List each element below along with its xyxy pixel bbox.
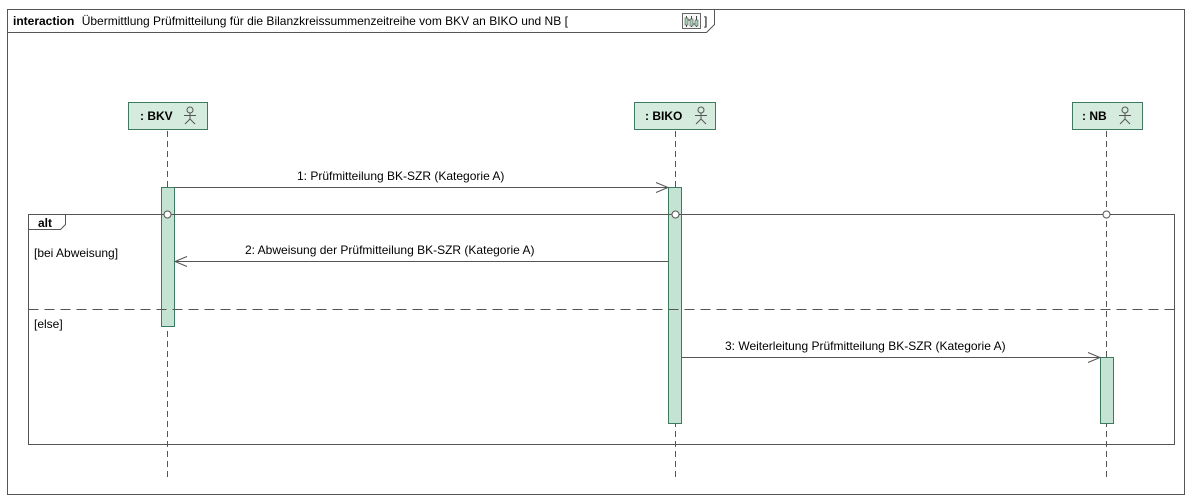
message-3-label: 3: Weiterleitung Prüfmitteilung BK-SZR (… [725,339,1006,353]
lifeline-nb-label: : NB [1082,109,1107,123]
fragment-operator: alt [38,216,52,230]
guard-else: [else] [34,317,63,331]
frame-title-bracket-close: ] [704,14,707,28]
sequence-diagram-icon[interactable] [682,13,701,29]
fragment-lifeline-connector-nb [1102,210,1111,219]
frame-title-tab [7,9,715,33]
arrow-head-icon [1087,352,1102,363]
actor-icon [1119,106,1131,125]
lifeline-bkv[interactable]: : BKV [128,102,208,130]
fragment-border [28,214,1175,445]
activation-nb [1100,357,1114,424]
lifeline-biko-label: : BIKO [645,109,682,123]
frame-border [7,9,1185,495]
lifeline-bkv-label: : BKV [140,109,173,123]
message-2[interactable]: 2: Abweisung der Prüfmitteilung BK-SZR (… [173,243,669,267]
frame-title-bracket-open: [ [565,14,569,28]
message-3[interactable]: 3: Weiterleitung Prüfmitteilung BK-SZR (… [681,339,1102,363]
svg-text:interaction Übermittlung: interaction Übermittlung Prüfmitteilung … [13,14,569,28]
lifeline-nb[interactable]: : NB [1072,102,1143,130]
frame-title-text: Übermittlung Prüfmitteilung für die Bila… [82,14,562,28]
arrow-head-icon [173,256,188,267]
frame-keyword: interaction [13,14,74,28]
activation-bkv [161,187,175,327]
activation-biko [668,187,682,424]
message-2-label: 2: Abweisung der Prüfmitteilung BK-SZR (… [245,243,534,257]
fragment-operator-tab [28,214,66,230]
guard-bei-abweisung: [bei Abweisung] [34,246,118,260]
actor-icon [695,106,707,125]
fragment-lifeline-connector-biko [671,210,680,219]
combined-fragment-alt: alt [bei Abweisung] [else] [28,210,1175,445]
interaction-frame: interaction Übermittlung Prüfmitteilung … [7,9,1185,495]
lifeline-biko[interactable]: : BIKO [634,102,716,130]
arrow-head-icon [655,182,670,193]
actor-icon [184,106,196,125]
message-1-label: 1: Prüfmitteilung BK-SZR (Kategorie A) [297,169,504,183]
fragment-lifeline-connector-bkv [163,210,172,219]
message-1[interactable]: 1: Prüfmitteilung BK-SZR (Kategorie A) [174,169,670,193]
